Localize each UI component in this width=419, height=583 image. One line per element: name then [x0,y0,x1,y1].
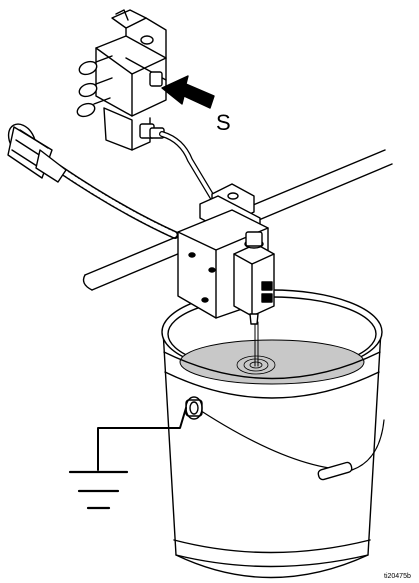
ground-clamp [185,396,203,420]
ground-icon [68,470,129,510]
pail-handle-grip [317,461,353,481]
solenoid-valve [76,9,167,151]
dispense-valve [177,183,275,325]
air-tube [159,131,217,203]
figure-id: ti20475b [384,573,411,580]
callout-label-s: S [216,110,231,135]
fluid-stream [254,321,259,367]
air-hose-connector [7,123,179,239]
grounded-metal-pail [161,289,385,579]
callout-arrow-icon [161,75,215,109]
ground-wire [97,407,187,471]
fluid-surface [179,339,365,385]
